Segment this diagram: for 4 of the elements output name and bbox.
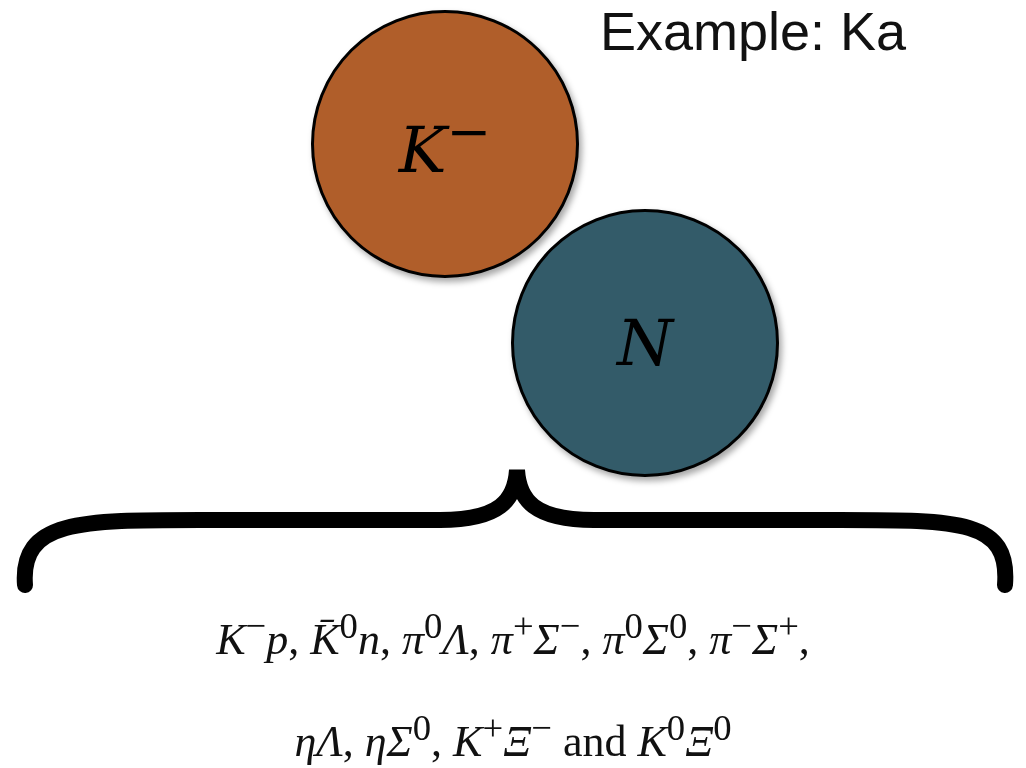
title: Example: Ka — [600, 0, 907, 62]
particle-symbol: K$^{−}$ — [398, 100, 492, 188]
particle-symbol: N — [617, 306, 673, 380]
channel-list: K$^{−}$p, K̄$^{0}$n, π$^{0}$Λ, π$^{+}$Σ$^{−}$, π$^{0}$Σ$^{0}$, π$^{−}$Σ$^{+}$, ηΛ, ηΣ$^{0}$, K$^{+}$Ξ$^{−}$ and K$^{0}$Ξ$^{0}$ — [193, 582, 833, 768]
